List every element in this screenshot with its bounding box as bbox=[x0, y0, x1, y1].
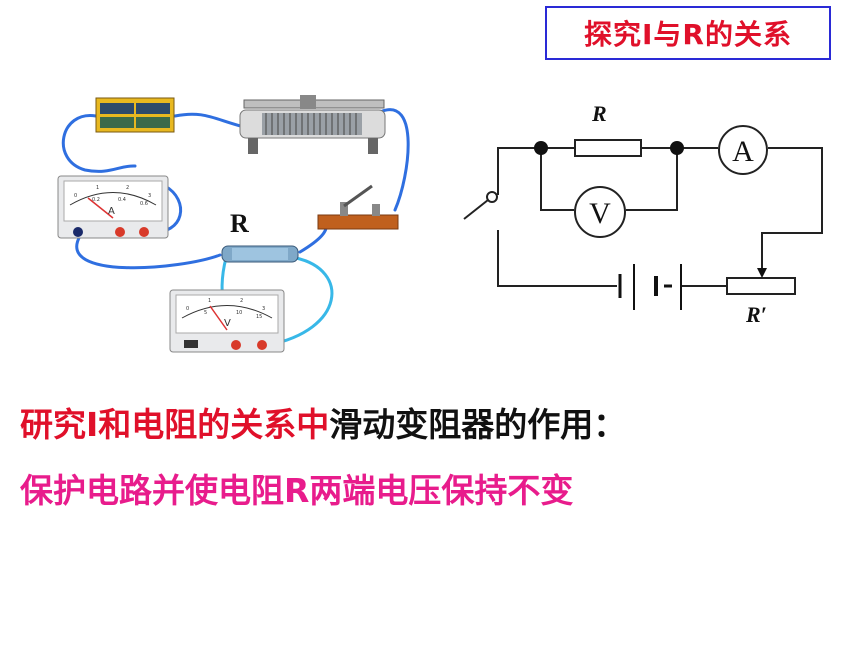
junction-left bbox=[534, 141, 548, 155]
voltmeter-tick-0: 0 bbox=[186, 306, 189, 312]
wire-bottom-left bbox=[497, 230, 617, 287]
role-heading-red: 研究I和电阻的关系中 bbox=[20, 405, 330, 444]
voltmeter-tick-15: 15 bbox=[256, 314, 262, 320]
wire-voltmeter-left-s bbox=[540, 148, 574, 211]
voltmeter-tick-2: 2 bbox=[240, 298, 243, 304]
voltmeter-tick-1: 1 bbox=[208, 298, 211, 304]
schematic-voltmeter-symbol: V bbox=[589, 197, 611, 230]
ammeter-tick-0: 0 bbox=[74, 193, 77, 199]
junction-right bbox=[670, 141, 684, 155]
voltmeter-terminal-neg bbox=[184, 340, 198, 348]
wire-ammeter-resistor bbox=[75, 234, 222, 270]
rheostat-coil bbox=[265, 113, 357, 135]
voltmeter-terminal-1 bbox=[231, 340, 241, 350]
switch-photo bbox=[317, 184, 399, 230]
title-box: 探究I与R的关系 bbox=[545, 6, 831, 60]
wire-voltmeter-right-s bbox=[626, 148, 678, 211]
wire-voltmeter-right bbox=[266, 256, 334, 347]
ammeter-photo: A 0 1 2 3 0.2 0.4 0.6 bbox=[57, 175, 169, 239]
ammeter-tick-3: 3 bbox=[148, 193, 151, 199]
ammeter-letter: A bbox=[108, 206, 115, 217]
schematic-ammeter-symbol: A bbox=[732, 135, 754, 168]
schematic-ammeter bbox=[718, 125, 768, 175]
role-heading: 研究I和电阻的关系中滑动变阻器的作用： bbox=[20, 398, 626, 446]
resistor-photo-label: R bbox=[230, 209, 249, 238]
wire-rheostat-switch bbox=[378, 108, 410, 212]
ammeter-tick-06: 0.6 bbox=[140, 201, 148, 207]
schematic-slider-arrow bbox=[757, 268, 767, 278]
schematic-wires bbox=[497, 147, 823, 287]
wire-battery-rheostat bbox=[173, 112, 250, 130]
voltmeter-tick-10: 10 bbox=[236, 310, 242, 316]
battery-pack bbox=[95, 97, 175, 133]
schematic-rheostat-label: R′ bbox=[745, 302, 767, 327]
voltmeter-letter: V bbox=[224, 318, 231, 329]
ammeter-terminal-neg bbox=[73, 227, 83, 237]
schematic-battery bbox=[618, 264, 682, 310]
schematic-switch bbox=[463, 191, 498, 220]
title-text: 探究I与R的关系 bbox=[584, 18, 792, 51]
wire-right bbox=[761, 147, 823, 272]
schematic-resistor bbox=[574, 139, 642, 157]
wire-top-left bbox=[497, 147, 575, 195]
wire-battery-ammeter bbox=[61, 114, 137, 173]
schematic-voltmeter bbox=[574, 186, 626, 238]
ammeter-tick-04: 0.4 bbox=[118, 197, 126, 203]
ammeter-terminal-1 bbox=[115, 227, 125, 237]
voltmeter-tick-3: 3 bbox=[262, 306, 265, 312]
ammeter-tick-1: 1 bbox=[96, 185, 99, 191]
ammeter-tick-2: 2 bbox=[126, 185, 129, 191]
voltmeter-tick-5: 5 bbox=[204, 310, 207, 316]
rheostat-photo bbox=[239, 95, 386, 154]
schematic-rheostat bbox=[726, 277, 796, 295]
ammeter-tick-02: 0.2 bbox=[92, 197, 100, 203]
ammeter-terminal-2 bbox=[139, 227, 149, 237]
schematic-resistor-label: R bbox=[591, 101, 607, 126]
role-heading-black: 滑动变阻器的作用： bbox=[329, 405, 627, 444]
resistor-photo: R bbox=[221, 209, 299, 263]
voltmeter-photo: V 0 1 2 3 5 10 15 bbox=[169, 289, 285, 353]
voltmeter-terminal-2 bbox=[257, 340, 267, 350]
circuit-scene: A 0 1 2 3 0.2 0.4 0.6 R V 0 1 2 3 5 10 1… bbox=[57, 95, 823, 353]
role-answer: 保护电路并使电阻R两端电压保持不变 bbox=[20, 471, 574, 510]
